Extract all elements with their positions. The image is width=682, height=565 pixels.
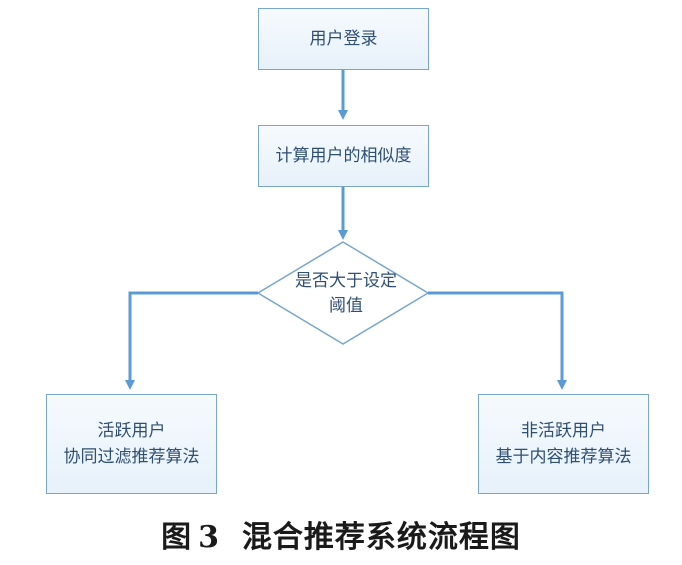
node-active-user: 活跃用户 协同过滤推荐算法 [46, 394, 217, 494]
node-user-login: 用户登录 [258, 8, 429, 70]
node-compute-similarity: 计算用户的相似度 [258, 125, 429, 187]
figure-caption-label: 图 [161, 520, 193, 555]
decision-label: 是否大于设定 阈值 [266, 266, 426, 322]
node-active-user-line2: 协同过滤推荐算法 [63, 447, 200, 467]
arrow-decision-to-inactive [428, 291, 567, 390]
node-active-user-line1: 活跃用户 [97, 420, 166, 441]
node-inactive-user: 非活跃用户 基于内容推荐算法 [478, 394, 649, 494]
figure-caption-number: 3 [198, 520, 220, 555]
node-compute-similarity-label: 计算用户的相似度 [275, 145, 412, 166]
decision-label-line2: 阈值 [329, 296, 363, 316]
decision-label-line1: 是否大于设定 [295, 270, 397, 291]
node-user-login-label: 用户登录 [309, 28, 378, 49]
figure-caption-title: 混合推荐系统流程图 [241, 520, 521, 555]
arrow-decision-to-active [125, 291, 258, 390]
node-inactive-user-line2: 基于内容推荐算法 [495, 447, 632, 467]
decision-diamond [256, 241, 430, 345]
node-inactive-user-line1: 非活跃用户 [521, 420, 606, 441]
